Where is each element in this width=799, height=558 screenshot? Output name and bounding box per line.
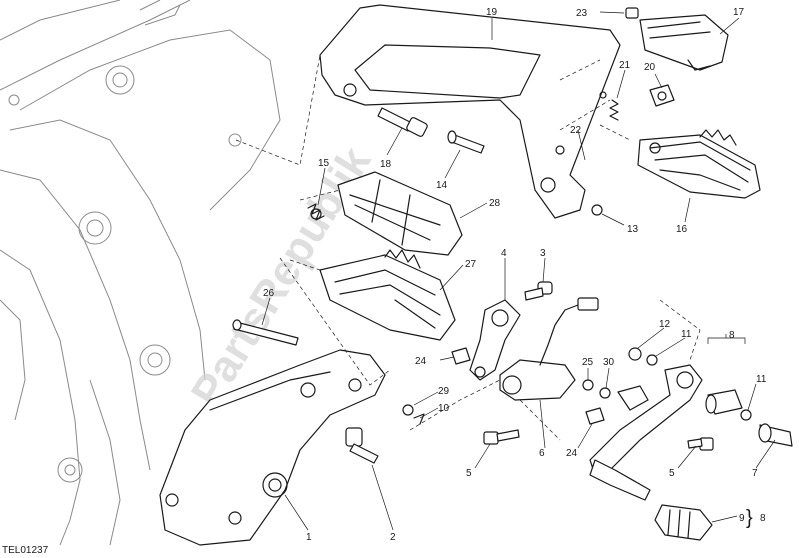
bushing-part-20 <box>649 84 675 107</box>
washer-part-11-lower <box>740 409 752 421</box>
callout-6: 6 <box>539 448 545 459</box>
leader-lines <box>261 17 776 531</box>
washer-part-29 <box>402 404 414 416</box>
callout-1: 1 <box>306 532 312 543</box>
lever-part-4 <box>469 299 521 381</box>
callout-28: 28 <box>489 198 501 209</box>
callout-14: 14 <box>436 180 448 191</box>
callout-10: 10 <box>438 403 450 414</box>
callout-3: 3 <box>540 248 546 259</box>
screw-part-23 <box>599 7 639 19</box>
pivot-bolt-part-7 <box>758 423 793 447</box>
left-bracket-part-1 <box>159 349 386 546</box>
clip-part-10 <box>413 413 425 425</box>
right-footpeg-part-16 <box>637 129 761 199</box>
right-bracket-part-19 <box>319 4 621 219</box>
callout-29: 29 <box>438 386 450 397</box>
washer-part-30 <box>599 387 611 399</box>
callout-23: 23 <box>576 8 588 19</box>
callout-9: 9 <box>739 513 745 524</box>
callout-19: 19 <box>486 7 498 18</box>
callout-25: 25 <box>582 357 594 368</box>
callout-8-upper: 8 <box>729 330 735 341</box>
callout-4: 4 <box>501 248 507 259</box>
sensor-part-6 <box>499 297 599 401</box>
bolt-part-5-left <box>483 429 520 445</box>
frame-outline <box>0 0 281 546</box>
callout-16: 16 <box>676 224 688 235</box>
callout-2: 2 <box>390 532 396 543</box>
callouts: 19 23 17 20 21 22 18 14 13 16 15 28 27 2… <box>263 7 767 543</box>
shift-pedal-rubber-part-9 <box>654 504 713 541</box>
washer-part-12 <box>628 347 642 361</box>
callout-27: 27 <box>465 259 477 270</box>
callout-8-lower: 8 <box>760 513 766 524</box>
callout-11-upper: 11 <box>681 329 692 340</box>
drawing-code: TEL01237 <box>2 545 49 556</box>
callout-15: 15 <box>318 158 330 169</box>
nut-part-13 <box>591 204 603 216</box>
bolt-part-18 <box>377 107 428 137</box>
callout-26: 26 <box>263 288 275 299</box>
shift-lever-part-8 <box>589 364 703 501</box>
callout-12: 12 <box>659 319 671 330</box>
pin-part-14 <box>447 130 485 154</box>
callout-24-lower: 24 <box>566 448 578 459</box>
washer-part-25 <box>582 379 594 391</box>
callout-18: 18 <box>380 159 392 170</box>
callout-30: 30 <box>603 357 615 368</box>
left-footpeg-part-27 <box>319 249 456 341</box>
rubber-pad-part-28 <box>337 171 463 256</box>
spring-part-21 <box>599 91 619 121</box>
callout-21: 21 <box>619 60 631 71</box>
callout-brace: } <box>746 507 753 529</box>
assembly-lines <box>235 54 701 441</box>
callout-5-left: 5 <box>466 468 472 479</box>
callout-11-lower: 11 <box>756 374 767 385</box>
bushing-part-24-lower <box>585 407 605 425</box>
rubber-pad-part-17 <box>639 14 729 71</box>
callout-7: 7 <box>752 468 758 479</box>
washer-part-11-upper <box>646 354 658 366</box>
bolt-part-2 <box>345 427 379 464</box>
bolt-part-5-right <box>687 437 714 451</box>
link-rod-part <box>617 385 649 411</box>
callout-20: 20 <box>644 62 656 73</box>
spring-part-15 <box>307 203 325 221</box>
callout-13: 13 <box>627 224 639 235</box>
pin-part-26 <box>232 319 299 346</box>
bushing-part-24 <box>451 347 471 365</box>
callout-17: 17 <box>733 7 745 18</box>
bushing-part-8 <box>705 389 743 415</box>
callout-24-upper: 24 <box>415 356 427 367</box>
callout-5-right: 5 <box>669 468 675 479</box>
callout-22: 22 <box>570 125 582 136</box>
bolt-part-3 <box>524 281 553 301</box>
